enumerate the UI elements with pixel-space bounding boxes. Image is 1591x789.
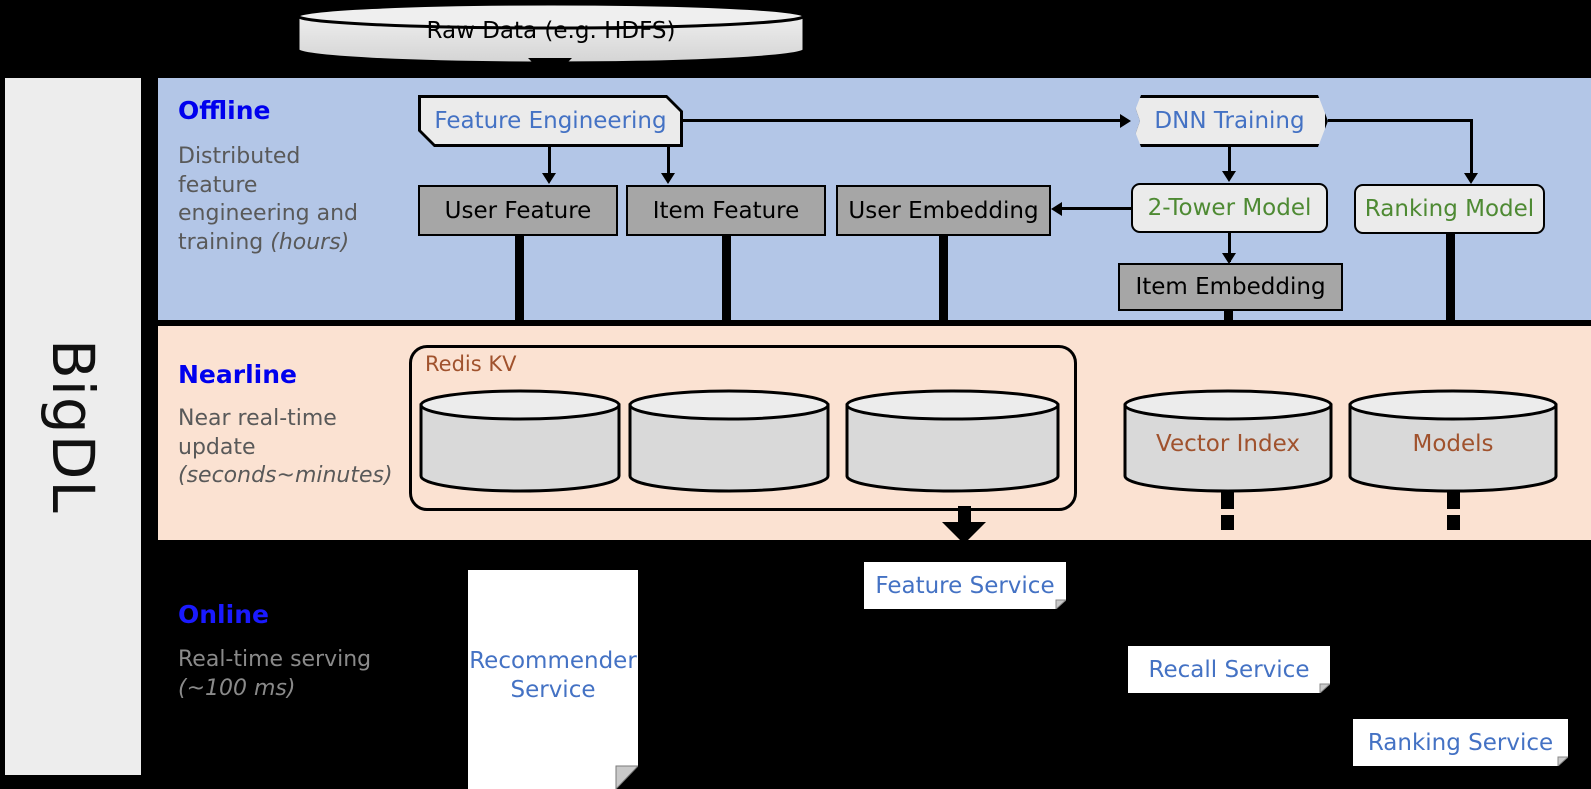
connector-vectorindex-dash1	[1221, 492, 1234, 509]
sidebar-bigdl: BigDL	[5, 78, 141, 775]
item-feature-box[interactable]: Item Feature	[626, 185, 826, 236]
models-cylinder[interactable]: Models	[1348, 388, 1558, 493]
feature-service-doc[interactable]: Feature Service	[864, 562, 1066, 609]
vector-index-label: Vector Index	[1156, 431, 1300, 457]
connector-dnn-ranking-h	[1328, 119, 1473, 122]
band-offline-subtitle: Distributed feature engineering and trai…	[178, 143, 383, 257]
feature-engineering-box[interactable]: Feature Engineering	[418, 95, 683, 147]
band-nearline-subtitle-plain: Near real-time update	[178, 406, 337, 460]
recall-service-label: Recall Service	[1148, 657, 1310, 683]
raw-data-label: Raw Data (e.g. HDFS)	[426, 18, 676, 44]
recommender-service-doc[interactable]: Recommender Service	[468, 570, 638, 789]
sidebar-bigdl-label: BigDL	[39, 339, 107, 514]
item-embedding-box[interactable]: Item Embedding	[1118, 263, 1343, 311]
connector-store-featureservice	[958, 506, 971, 523]
arrowhead-twotower-itememb	[1222, 253, 1236, 264]
redis-kv-label: Redis KV	[425, 352, 517, 376]
band-offline-title: Offline	[178, 96, 271, 125]
redis-kv-container	[409, 345, 1077, 511]
band-nearline-title: Nearline	[178, 360, 297, 389]
feature-engineering-label: Feature Engineering	[434, 108, 667, 134]
dnn-training-inner: DNN Training	[1134, 98, 1325, 144]
arrowhead-rawdata-fe	[528, 58, 572, 80]
vector-index-cylinder[interactable]: Vector Index	[1123, 388, 1333, 493]
band-online-subtitle: Real-time serving (~100 ms)	[178, 646, 378, 703]
connector-models-dash2	[1447, 515, 1460, 530]
store-cylinder-2[interactable]	[628, 388, 830, 493]
flow-userembedding-store	[939, 236, 948, 390]
raw-data-cylinder: Raw Data (e.g. HDFS)	[296, 2, 806, 64]
band-offline-subtitle-italic: (hours)	[270, 229, 350, 255]
two-tower-model-label: 2-Tower Model	[1147, 195, 1312, 221]
band-nearline-subtitle-italic: (seconds~minutes)	[178, 463, 393, 489]
connector-twotower-userembedding	[1062, 207, 1132, 210]
band-nearline-subtitle: Near real-time update (seconds~minutes)	[178, 405, 408, 491]
connector-dnn-ranking-v	[1470, 119, 1473, 177]
user-embedding-box[interactable]: User Embedding	[836, 185, 1051, 236]
dnn-training-label: DNN Training	[1154, 108, 1305, 134]
flow-rankingmodel-models	[1446, 234, 1455, 390]
connector-models-dash1	[1447, 492, 1460, 509]
recommender-service-label: Recommender Service	[469, 648, 637, 703]
connector-fe-dnn	[683, 119, 1121, 122]
connector-twotower-itememb	[1228, 233, 1231, 262]
flow-userfeature-store	[515, 236, 524, 390]
item-embedding-label: Item Embedding	[1135, 274, 1326, 300]
band-offline-subtitle-plain: Distributed feature engineering and trai…	[178, 144, 359, 255]
arrowhead-store-featureservice	[942, 522, 986, 544]
arrowhead-dnn-twotower	[1222, 171, 1236, 182]
feature-engineering-inner: Feature Engineering	[421, 98, 680, 144]
arrowhead-fe-dnn	[1120, 114, 1131, 128]
connector-fe-userfeature	[548, 147, 551, 177]
connector-dnn-twotower	[1228, 147, 1231, 177]
flow-itemfeature-store	[722, 236, 731, 390]
feature-service-label: Feature Service	[875, 573, 1055, 599]
store-cylinder-1[interactable]	[419, 388, 621, 493]
connector-vectorindex-dash2	[1221, 515, 1234, 530]
store-cylinder-3[interactable]	[845, 388, 1060, 493]
ranking-service-doc[interactable]: Ranking Service	[1353, 719, 1568, 766]
user-embedding-label: User Embedding	[848, 197, 1039, 224]
recall-service-doc[interactable]: Recall Service	[1128, 646, 1330, 693]
user-feature-box[interactable]: User Feature	[418, 185, 618, 236]
sidebar-label-wrap: BigDL	[5, 78, 141, 775]
connector-fe-itemfeature	[667, 147, 670, 177]
user-feature-label: User Feature	[444, 197, 592, 224]
arrowhead-fe-userfeature	[542, 173, 556, 184]
dnn-training-box[interactable]: DNN Training	[1131, 95, 1328, 147]
band-online-title: Online	[178, 600, 269, 629]
models-label: Models	[1412, 431, 1494, 457]
band-online-subtitle-italic: (~100 ms)	[178, 675, 296, 701]
ranking-model-label: Ranking Model	[1364, 196, 1535, 222]
item-feature-label: Item Feature	[652, 197, 800, 224]
ranking-model-box[interactable]: Ranking Model	[1354, 184, 1545, 234]
arrowhead-dnn-ranking	[1464, 173, 1478, 184]
band-online-subtitle-plain: Real-time serving	[178, 647, 372, 672]
arrowhead-fe-itemfeature	[661, 173, 675, 184]
connector-fe-branch	[667, 147, 670, 150]
two-tower-model-box[interactable]: 2-Tower Model	[1131, 183, 1328, 233]
ranking-service-label: Ranking Service	[1367, 730, 1554, 756]
arrowhead-twotower-userembedding	[1051, 202, 1062, 216]
